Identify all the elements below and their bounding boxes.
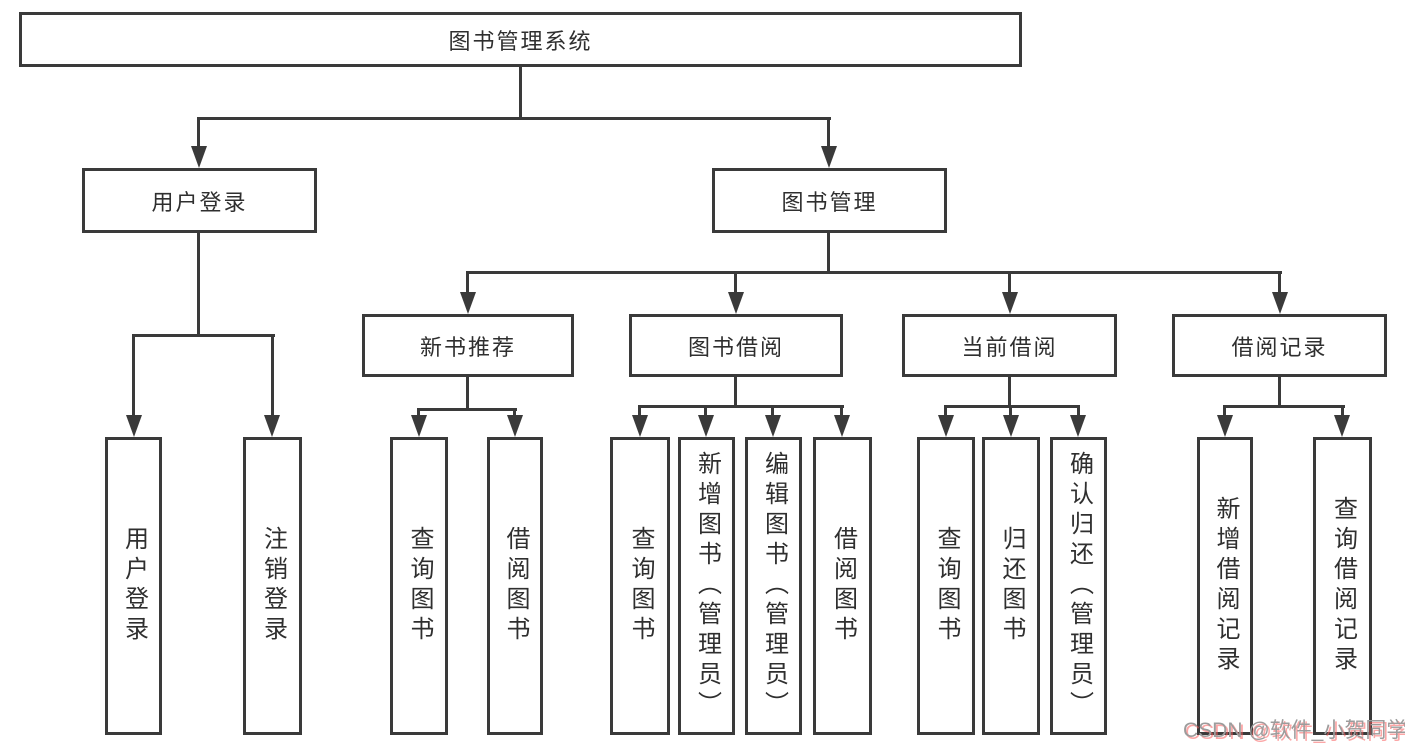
arrow-to-borrow-records [1272,292,1288,314]
connector-root-bar [197,117,831,120]
leaf-borrow-edit-books-admin: 编辑图书（管理员） [745,437,802,735]
arrow-to-leaf-user-login [126,415,142,437]
leaf-logout: 注销登录 [243,437,302,735]
connector-to-bb-edit [771,405,774,417]
connector-to-cb-return [1009,405,1012,417]
connector-new-book-rec-bar [417,408,517,411]
leaf-records-add-record-label: 新增借阅记录 [1212,496,1239,676]
arrow-to-nb-borrow [507,415,523,437]
arrow-to-book-mgmt [821,146,837,168]
connector-to-bb-add [704,405,707,417]
arrow-to-current-borrow [1002,292,1018,314]
connector-user-login-bar [132,334,275,337]
leaf-borrow-borrow-books-label: 借阅图书 [829,526,857,646]
leaf-current-query-books: 查询图书 [917,437,975,735]
arrow-to-br-add [1217,415,1233,437]
arrow-to-new-book-rec [460,292,476,314]
connector-to-book-borrow [734,271,737,293]
arrow-to-bb-borrow [834,415,850,437]
arrow-to-br-query [1334,415,1350,437]
connector-new-book-rec-stem [466,377,469,411]
node-root: 图书管理系统 [19,12,1022,67]
connector-to-nb-query [417,408,420,417]
connector-to-br-add [1223,405,1226,417]
connector-borrow-records-bar [1223,405,1345,408]
connector-to-cb-confirm [1077,405,1080,417]
connector-to-leaf-logout [271,334,274,415]
connector-book-mgmt-bar [466,271,1282,274]
arrow-to-book-borrow [728,292,744,314]
connector-to-bb-borrow [840,405,843,417]
leaf-records-add-record: 新增借阅记录 [1197,437,1253,735]
connector-to-current-borrow [1008,271,1011,293]
node-book-borrow: 图书借阅 [629,314,843,377]
leaf-newbook-borrow-books-label: 借阅图书 [502,526,529,646]
connector-current-borrow-bar [944,405,1080,408]
arrow-to-user-login [191,146,207,168]
leaf-newbook-query-books: 查询图书 [390,437,448,735]
arrow-to-cb-query [938,415,954,437]
leaf-current-confirm-return-admin-label: 确认归还（管理员） [1065,451,1093,721]
leaf-records-query-record-label: 查询借阅记录 [1329,496,1357,676]
leaf-borrow-query-books: 查询图书 [610,437,670,735]
connector-book-borrow-bar [638,405,844,408]
arrow-to-nb-query [411,415,427,437]
connector-to-cb-query [944,405,947,417]
connector-book-borrow-stem [734,377,737,408]
leaf-current-return-books-label: 归还图书 [998,526,1025,646]
leaf-newbook-borrow-books: 借阅图书 [487,437,543,735]
connector-root-to-book-mgmt [827,117,830,147]
connector-current-borrow-stem [1008,377,1011,408]
arrow-to-bb-query [632,415,648,437]
node-user-login: 用户登录 [82,168,317,233]
arrow-to-leaf-logout [264,415,280,437]
csdn-watermark: CSDN @软件_小贺同学 [1183,719,1405,742]
connector-to-bb-query [638,405,641,417]
leaf-borrow-query-books-label: 查询图书 [627,526,654,646]
leaf-borrow-borrow-books: 借阅图书 [813,437,872,735]
connector-root-stem [519,67,522,119]
leaf-borrow-edit-books-admin-label: 编辑图书（管理员） [760,451,788,721]
connector-root-to-user-login [197,117,200,147]
leaf-logout-label: 注销登录 [259,526,287,646]
leaf-current-confirm-return-admin: 确认归还（管理员） [1050,437,1107,735]
connector-to-leaf-user-login [132,334,135,415]
node-new-book-recommend: 新书推荐 [362,314,574,377]
arrow-to-cb-confirm [1070,415,1086,437]
connector-to-br-query [1341,405,1344,417]
leaf-records-query-record: 查询借阅记录 [1313,437,1372,735]
connector-book-mgmt-stem [827,232,830,274]
leaf-newbook-query-books-label: 查询图书 [406,526,433,646]
leaf-user-login: 用户登录 [105,437,162,735]
node-current-borrow: 当前借阅 [902,314,1117,377]
node-borrow-records: 借阅记录 [1172,314,1387,377]
node-book-management: 图书管理 [712,168,947,233]
arrow-to-bb-add [698,415,714,437]
connector-borrow-records-stem [1278,377,1281,408]
connector-to-nb-borrow [513,408,516,417]
arrow-to-bb-edit [765,415,781,437]
leaf-user-login-label: 用户登录 [120,526,148,646]
leaf-current-query-books-label: 查询图书 [933,526,960,646]
connector-to-borrow-records [1278,271,1281,293]
connector-user-login-stem [197,233,200,337]
leaf-current-return-books: 归还图书 [982,437,1040,735]
connector-to-new-book-rec [466,271,469,293]
leaf-borrow-add-books-admin-label: 新增图书（管理员） [693,451,721,721]
leaf-borrow-add-books-admin: 新增图书（管理员） [678,437,735,735]
arrow-to-cb-return [1003,415,1019,437]
